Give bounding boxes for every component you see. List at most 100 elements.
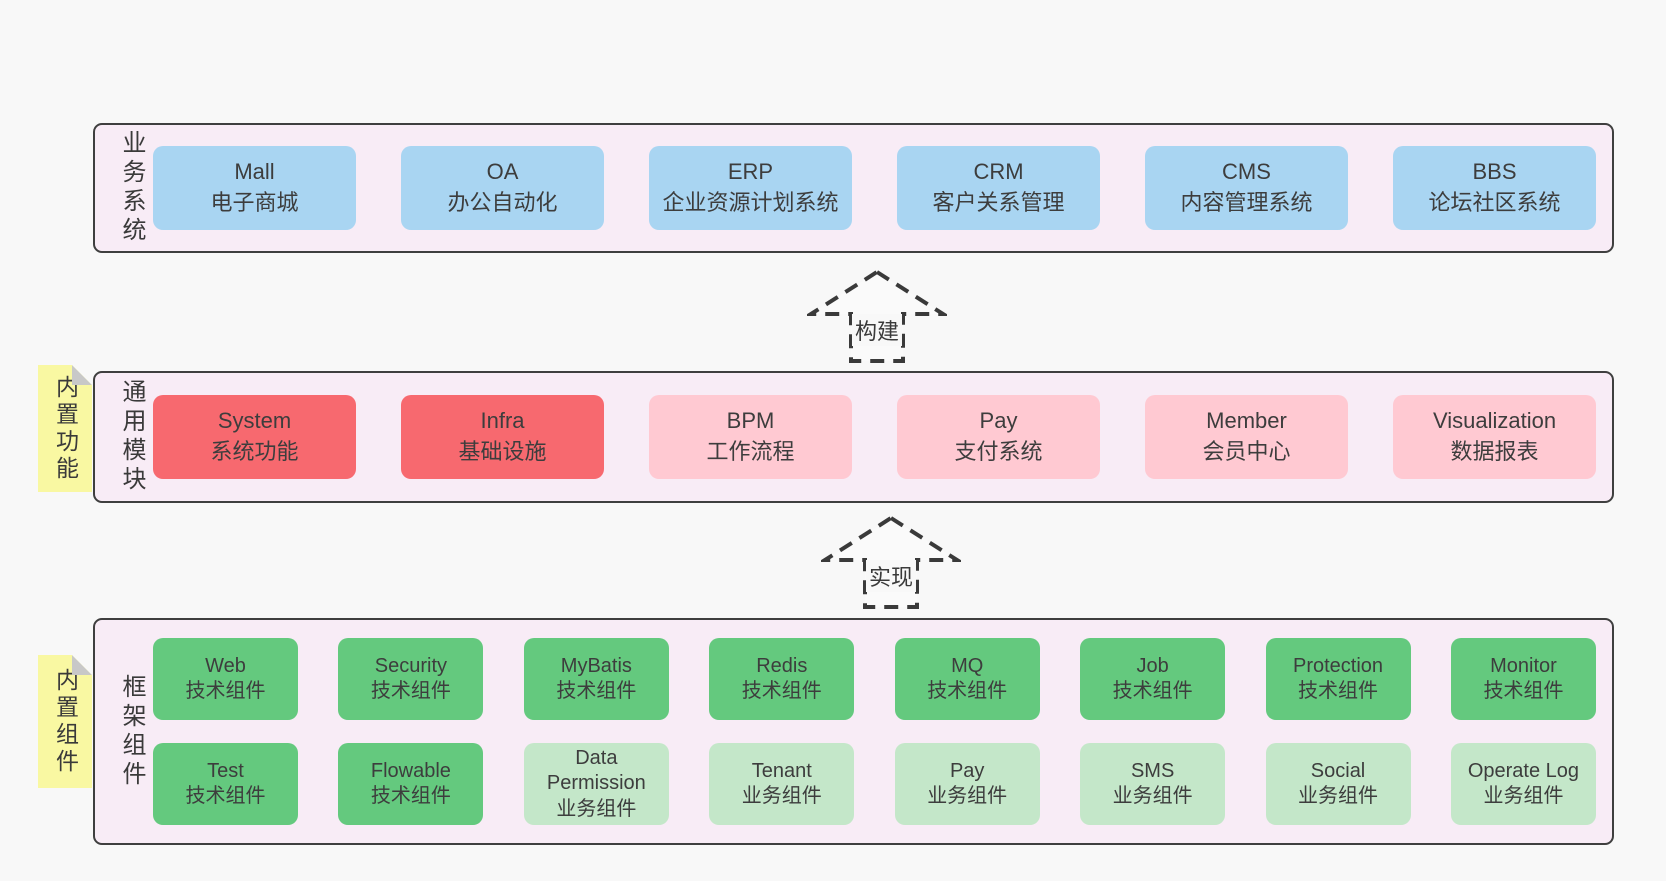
box-redis: Redis 技术组件 — [709, 638, 855, 720]
box-title: Pay — [949, 759, 985, 782]
box-subtitle: 业务组件 — [1298, 785, 1379, 807]
band-label: 通用模块 — [118, 379, 145, 495]
band-label: 业务系统 — [118, 130, 145, 246]
box-subtitle: 技术组件 — [1112, 680, 1193, 702]
box-infra: Infra 基础设施 — [401, 395, 604, 479]
box-erp: ERP 企业资源计划系统 — [649, 146, 852, 230]
framework-components-row-2: Test 技术组件 Flowable 技术组件 Data Permission … — [153, 743, 1596, 825]
arrow-build: 构建 — [807, 268, 947, 364]
box-subtitle: 技术组件 — [1298, 680, 1379, 702]
box-pay-component: Pay 业务组件 — [894, 743, 1040, 825]
box-title: MyBatis — [560, 654, 632, 677]
business-systems-row: Mall 电子商城 OA 办公自动化 ERP 企业资源计划系统 CRM 客户关系… — [153, 146, 1596, 230]
box-title: Mall — [234, 159, 275, 185]
box-title: Monitor — [1490, 654, 1557, 677]
box-crm: CRM 客户关系管理 — [897, 146, 1100, 230]
box-title: Flowable — [370, 759, 451, 782]
box-title: Operate Log — [1467, 759, 1580, 782]
box-title: Visualization — [1432, 408, 1557, 434]
box-subtitle: 论坛社区系统 — [1428, 190, 1561, 215]
box-title: Protection — [1293, 654, 1384, 677]
box-subtitle: 客户关系管理 — [932, 190, 1065, 215]
box-mall: Mall 电子商城 — [153, 146, 356, 230]
box-data-permission: Data Permission 业务组件 — [523, 743, 669, 825]
box-subtitle: 业务组件 — [741, 785, 822, 807]
box-operate-log: Operate Log 业务组件 — [1450, 743, 1596, 825]
box-subtitle: 技术组件 — [370, 785, 451, 807]
box-title: Job — [1136, 654, 1169, 677]
box-title: Infra — [480, 408, 525, 434]
sticky-note-text: 内置组件 — [52, 667, 79, 776]
box-cms: CMS 内容管理系统 — [1145, 146, 1348, 230]
box-title: Pay — [979, 408, 1018, 434]
box-title: CRM — [973, 159, 1024, 185]
sticky-note-text: 内置功能 — [52, 374, 79, 483]
box-bpm: BPM 工作流程 — [649, 395, 852, 479]
box-protection: Protection 技术组件 — [1265, 638, 1411, 720]
box-title: BPM — [726, 408, 775, 434]
box-visualization: Visualization 数据报表 — [1393, 395, 1596, 479]
box-title: System — [217, 408, 292, 434]
box-security: Security 技术组件 — [338, 638, 484, 720]
box-monitor: Monitor 技术组件 — [1450, 638, 1596, 720]
sticky-note-builtin-features: 内置功能 — [38, 365, 92, 492]
box-subtitle: 工作流程 — [706, 439, 795, 464]
box-subtitle: 系统功能 — [210, 439, 299, 464]
box-title: BBS — [1472, 159, 1517, 185]
box-subtitle: 会员中心 — [1202, 439, 1291, 464]
box-subtitle: 数据报表 — [1450, 439, 1539, 464]
box-subtitle: 技术组件 — [370, 680, 451, 702]
band-label: 框架组件 — [118, 673, 145, 790]
arrow-implement: 实现 — [821, 514, 961, 610]
folded-corner-icon — [72, 365, 92, 385]
framework-components-row-1: Web 技术组件 Security 技术组件 MyBatis 技术组件 Redi… — [153, 638, 1596, 720]
box-subtitle: 业务组件 — [927, 785, 1008, 807]
box-web: Web 技术组件 — [153, 638, 298, 720]
band-common-modules: 通用模块 System 系统功能 Infra 基础设施 BPM 工作流程 Pay… — [93, 371, 1614, 503]
box-tenant: Tenant 业务组件 — [709, 743, 855, 825]
box-subtitle: 技术组件 — [927, 680, 1008, 702]
box-title: OA — [486, 159, 519, 185]
box-title: Test — [207, 759, 244, 782]
box-subtitle: 业务组件 — [1112, 785, 1193, 807]
box-title: Social — [1310, 759, 1366, 782]
box-subtitle: 技术组件 — [1483, 680, 1564, 702]
box-sms: SMS 业务组件 — [1080, 743, 1226, 825]
box-subtitle: 技术组件 — [556, 680, 637, 702]
box-title: Member — [1206, 408, 1287, 434]
box-title: CMS — [1222, 159, 1271, 185]
box-bbs: BBS 论坛社区系统 — [1393, 146, 1596, 230]
box-title: SMS — [1130, 759, 1175, 782]
box-flowable: Flowable 技术组件 — [338, 743, 484, 825]
box-title: ERP — [727, 159, 774, 185]
box-subtitle: 基础设施 — [458, 439, 547, 464]
box-mq: MQ 技术组件 — [894, 638, 1040, 720]
box-social: Social 业务组件 — [1265, 743, 1411, 825]
box-pay-module: Pay 支付系统 — [897, 395, 1100, 479]
box-subtitle: 技术组件 — [741, 680, 822, 702]
arrow-build-label: 构建 — [851, 314, 903, 346]
box-subtitle: 业务组件 — [1483, 785, 1564, 807]
box-title: Redis — [756, 654, 808, 677]
box-title: Security — [374, 654, 448, 677]
box-title: MQ — [951, 654, 984, 677]
band-business-systems: 业务系统 Mall 电子商城 OA 办公自动化 ERP 企业资源计划系统 CRM… — [93, 123, 1614, 253]
band-framework-components: 框架组件 Web 技术组件 Security 技术组件 MyBatis 技术组件… — [93, 618, 1614, 845]
box-subtitle: 支付系统 — [954, 439, 1043, 464]
arrow-implement-label: 实现 — [865, 560, 917, 592]
box-system: System 系统功能 — [153, 395, 356, 479]
sticky-note-builtin-components: 内置组件 — [38, 655, 92, 788]
common-modules-row: System 系统功能 Infra 基础设施 BPM 工作流程 Pay 支付系统… — [153, 395, 1596, 479]
box-title: Data Permission — [546, 746, 646, 795]
box-oa: OA 办公自动化 — [401, 146, 604, 230]
box-title: Tenant — [751, 759, 812, 782]
box-subtitle: 技术组件 — [185, 680, 266, 702]
box-member: Member 会员中心 — [1145, 395, 1348, 479]
box-subtitle: 电子商城 — [210, 190, 299, 215]
box-mybatis: MyBatis 技术组件 — [523, 638, 669, 720]
box-subtitle: 内容管理系统 — [1180, 190, 1313, 215]
box-subtitle: 企业资源计划系统 — [662, 190, 839, 215]
box-subtitle: 技术组件 — [185, 785, 266, 807]
box-title: Web — [205, 654, 246, 677]
